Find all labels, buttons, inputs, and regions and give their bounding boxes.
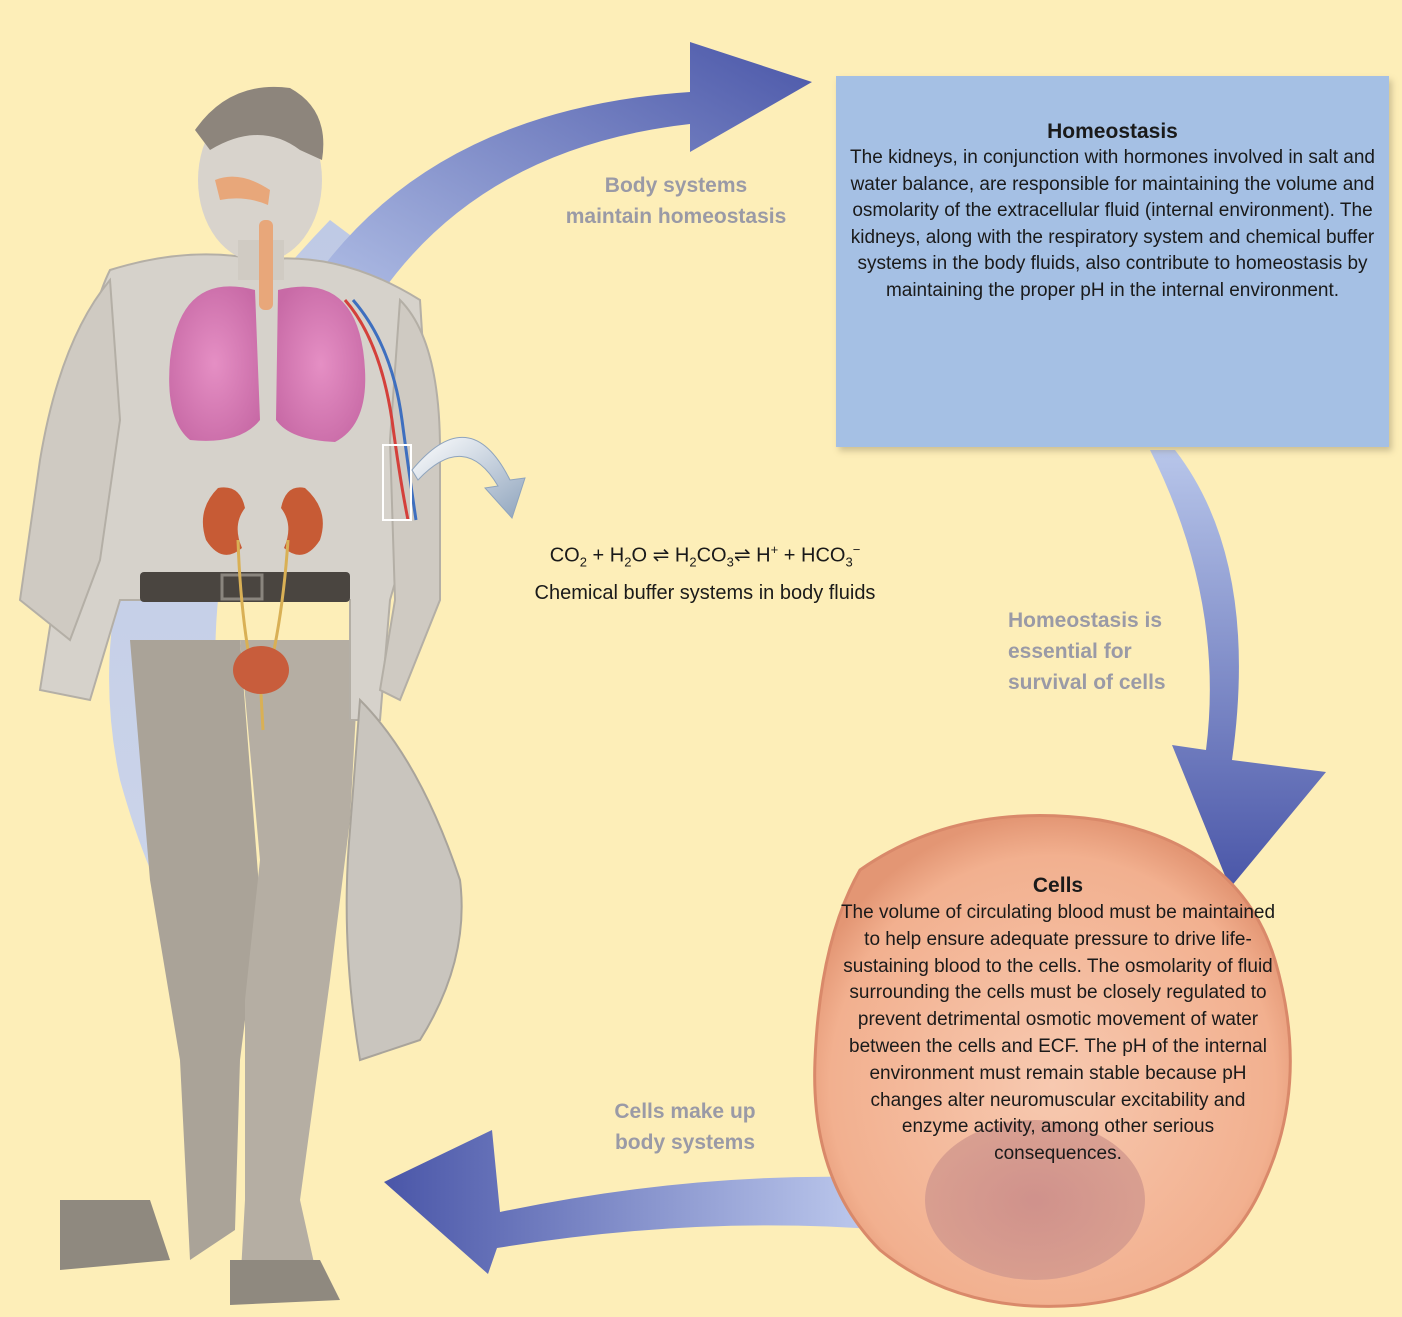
buffer-caption: Chemical buffer systems in body fluids [490,578,920,608]
label-homeostasis-essential-line1: Homeostasis is [1008,605,1208,636]
label-cells-make-up: Cells make up body systems [600,1096,770,1158]
label-homeostasis-essential: Homeostasis is essential for survival of… [1008,605,1208,698]
cells-title: Cells [836,872,1280,900]
homeostasis-box: Homeostasis The kidneys, in conjunction … [836,76,1389,447]
label-homeostasis-essential-line2: essential for [1008,636,1208,667]
label-body-systems-line2: maintain homeostasis [552,201,800,232]
homeostasis-title: Homeostasis [836,118,1389,145]
bladder [233,646,289,694]
label-cells-make-up-line1: Cells make up [600,1096,770,1127]
cells-text: The volume of circulating blood must be … [836,900,1280,1168]
label-homeostasis-essential-line3: survival of cells [1008,667,1208,698]
label-body-systems-line1: Body systems [552,170,800,201]
label-cells-make-up-line2: body systems [600,1127,770,1158]
label-body-systems: Body systems maintain homeostasis [552,170,800,232]
homeostasis-text: The kidneys, in conjunction with hormone… [836,145,1389,304]
buffer-system-block: CO2 + H2O ⇌ H2CO3⇌ H+ + HCO3− Chemical b… [490,535,920,608]
cells-text-block: Cells The volume of circulating blood mu… [836,872,1280,1168]
buffer-equation: CO2 + H2O ⇌ H2CO3⇌ H+ + HCO3− [490,535,920,578]
